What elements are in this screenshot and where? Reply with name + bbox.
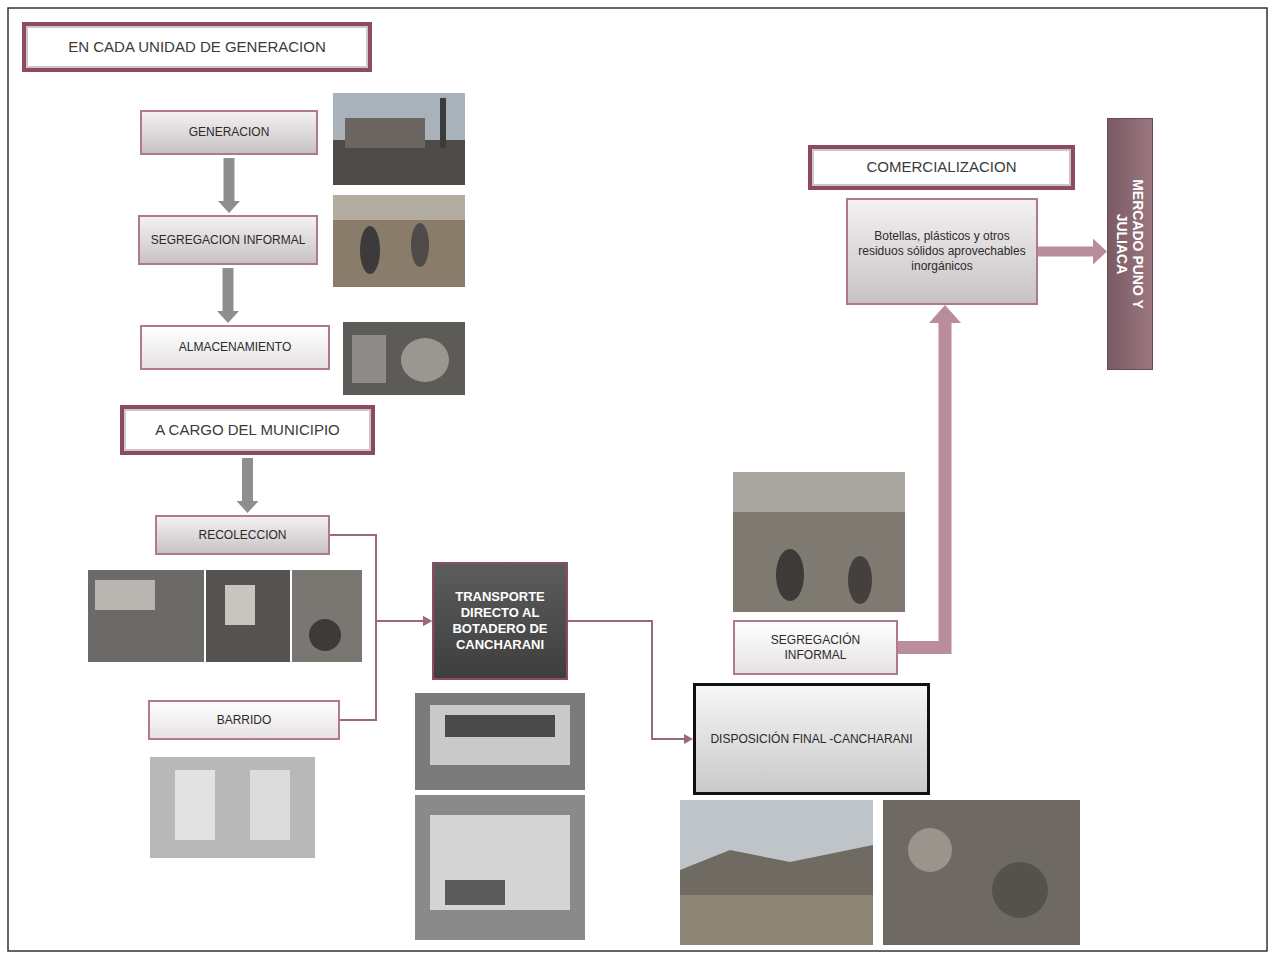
photo-figure [360,226,380,274]
node-label: MERCADO PUNO Y JULIACA [1114,169,1146,319]
photo-window [445,880,505,905]
photo [333,93,465,185]
photo-chimney [440,98,446,148]
header-box: A CARGO DEL MUNICIPIO [120,405,375,455]
photo-door [175,770,215,840]
flow-arrow [223,268,234,311]
flow-arrow [224,158,235,201]
header-box: EN CADA UNIDAD DE GENERACION [22,22,372,72]
photo [415,693,585,940]
node-label: Botellas, plásticos y otros residuos sól… [856,229,1028,274]
photo-truck [733,472,905,512]
photo-waste [883,800,1080,945]
flow-arrow [242,458,253,501]
node-label: ALMACENAMIENTO [179,340,291,355]
flow-arrow [568,621,684,739]
photo-ground [680,895,873,945]
node-label: SEGREGACION INFORMAL [151,233,306,248]
transport-box: TRANSPORTE DIRECTO AL BOTADERO DE CANCHA… [432,562,568,680]
node-label: RECOLECCION [198,528,286,543]
market-bar: MERCADO PUNO Y JULIACA [1107,118,1153,370]
photo-building [345,118,425,148]
node-label: COMERCIALIZACION [866,158,1016,177]
process-box: SEGREGACION INFORMAL [138,215,318,265]
process-box: ALMACENAMIENTO [140,325,330,370]
photo-truck [95,580,155,610]
photo-figure [848,556,872,604]
node-label: SEGREGACIÓN INFORMAL [743,633,888,663]
photo [733,472,905,612]
photo-truck [415,693,585,790]
photo-street [292,570,362,662]
material-box: Botellas, plásticos y otros residuos sól… [846,198,1038,305]
process-box: SEGREGACIÓN INFORMAL [733,620,898,675]
photo-dump [733,472,905,612]
photo [343,322,465,395]
photo-door [250,770,290,840]
node-label: GENERACION [189,125,270,140]
photo [333,195,465,287]
process-box: BARRIDO [148,700,340,740]
photo-figure [776,549,804,601]
photo-sky [333,195,465,220]
photo-street [206,570,290,662]
photo-waste [908,828,952,872]
node-label: A CARGO DEL MUNICIPIO [155,421,339,440]
photo [150,757,315,858]
flow-arrow [340,621,423,720]
flow-arrow [1038,247,1093,257]
photo-ground [333,195,465,287]
header-box: COMERCIALIZACION [808,145,1075,190]
node-label: EN CADA UNIDAD DE GENERACION [68,38,326,57]
disposal-box: DISPOSICIÓN FINAL -CANCHARANI [693,683,930,795]
photo-sky [333,93,465,185]
frame [8,8,1267,951]
photo-cart [309,619,341,651]
flow-arrow [330,535,423,621]
photo-ground [343,322,465,395]
photo-door [225,585,255,625]
photo-wall [150,757,315,858]
photo-waste [992,862,1048,918]
photo-cab [430,705,570,765]
photo-street [88,570,204,662]
photo-hills [680,845,873,945]
node-label: TRANSPORTE DIRECTO AL BOTADERO DE CANCHA… [442,589,558,654]
photo-truck [415,795,585,940]
photo [680,800,1080,945]
photo-sky [680,800,873,945]
process-box: RECOLECCION [155,515,330,555]
flow-arrow [898,323,945,648]
photo [88,570,362,662]
photo-window [445,715,555,737]
photo-figure [411,223,429,267]
photo-container [352,335,386,383]
process-box: GENERACION [140,110,318,155]
node-label: DISPOSICIÓN FINAL -CANCHARANI [710,732,912,747]
photo-body [430,815,570,910]
node-label: BARRIDO [217,713,272,728]
photo-bag [401,338,449,382]
